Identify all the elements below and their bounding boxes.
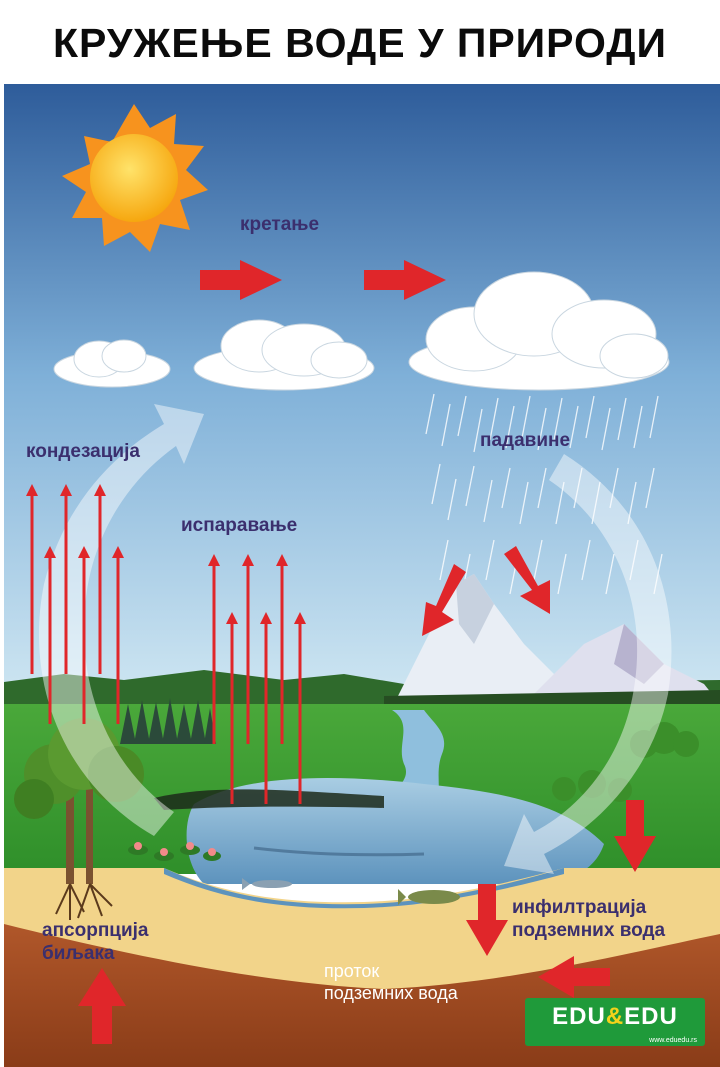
label-groundwater-flow-line1: проток — [324, 960, 458, 982]
page-title: КРУЖЕЊЕ ВОДЕ У ПРИРОДИ — [0, 20, 720, 67]
label-infiltration: инфилтрација подземних вода — [512, 896, 665, 942]
label-absorption-line2: биљака — [42, 942, 149, 965]
label-evaporation: испаравање — [181, 515, 297, 537]
label-absorption-line1: апсорпција — [42, 919, 149, 942]
label-movement: кретање — [240, 214, 319, 236]
label-infiltration-line2: подземних вода — [512, 919, 665, 942]
logo-url: www.eduedu.rs — [649, 1037, 697, 1044]
logo-right: EDU — [624, 1003, 678, 1030]
logo-amp: & — [606, 1003, 624, 1030]
logo-left: EDU — [552, 1003, 606, 1030]
logo-text: EDU&EDU — [525, 1003, 705, 1031]
label-precipitation: падавине — [480, 430, 570, 452]
label-condensation: кондезација — [26, 441, 140, 463]
label-infiltration-line1: инфилтрација — [512, 896, 665, 919]
edu-logo: EDU&EDU www.eduedu.rs — [525, 998, 705, 1046]
label-groundwater-flow: проток подземних вода — [324, 960, 458, 1004]
label-absorption: апсорпција биљака — [42, 919, 149, 965]
label-groundwater-flow-line2: подземних вода — [324, 982, 458, 1004]
